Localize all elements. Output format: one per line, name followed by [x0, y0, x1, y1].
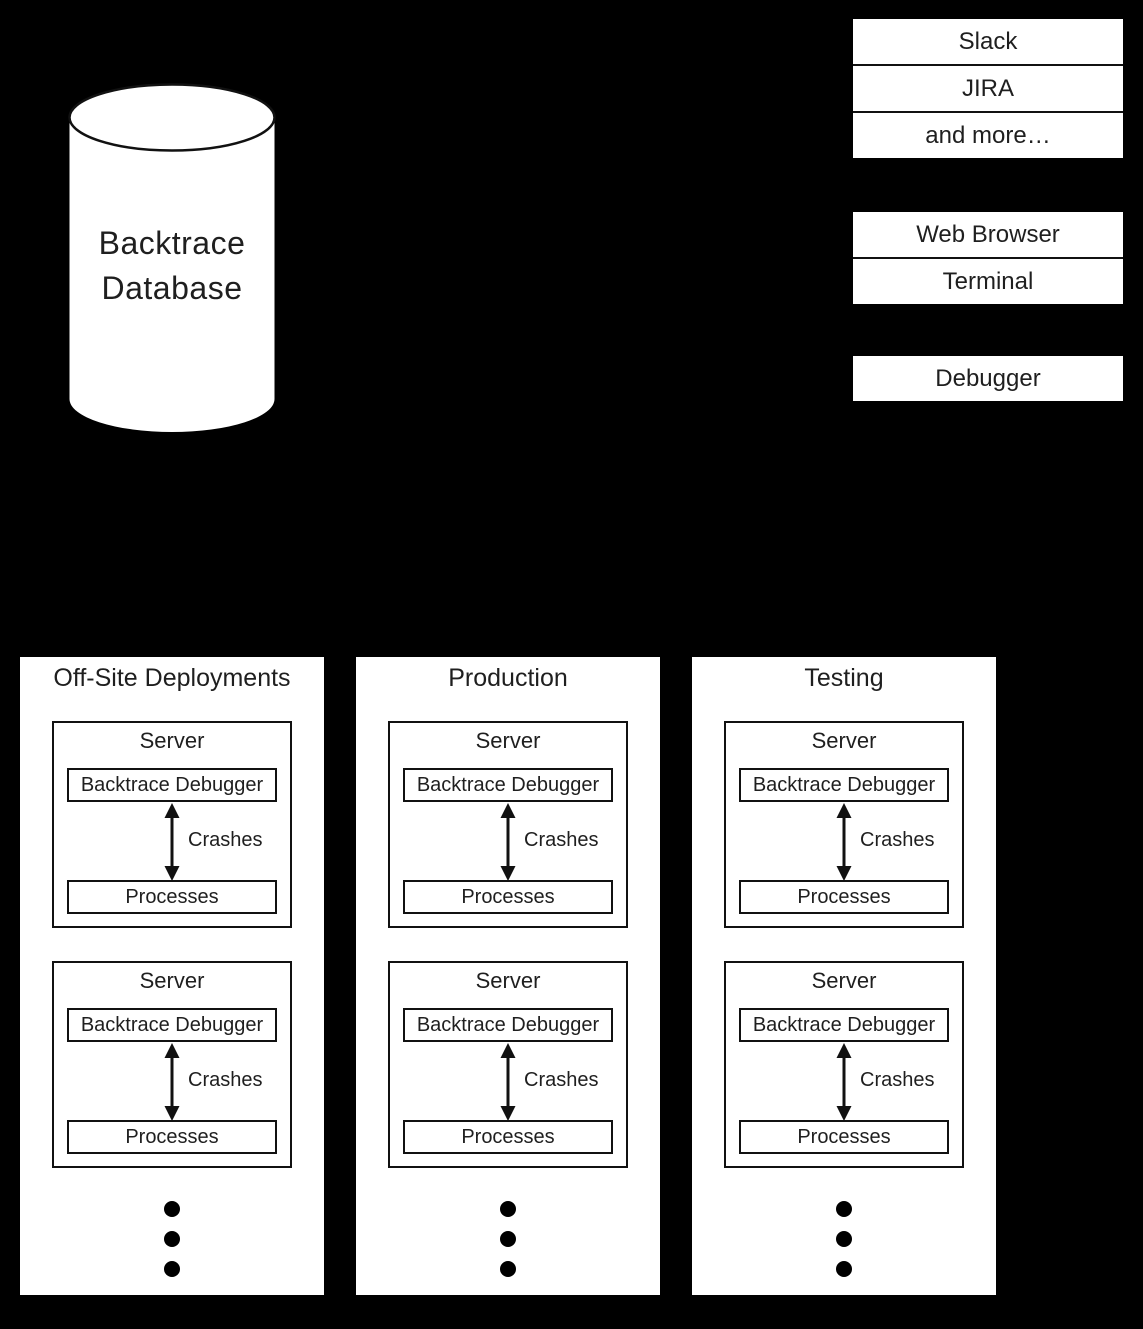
server-title: Server [139, 728, 205, 753]
integration-jira-label: JIRA [961, 74, 1014, 102]
backtrace-debugger-box: Backtrace Debugger [739, 768, 949, 802]
ellipsis-dot [500, 1231, 516, 1247]
crashes-label: Crashes [524, 1069, 599, 1091]
ellipsis-dot [500, 1261, 516, 1277]
database-label: Backtrace Database [68, 221, 276, 311]
ellipsis-dots [20, 1201, 324, 1277]
integration-stack-debugger: Debugger [853, 356, 1123, 401]
processes-box: Processes [67, 1120, 277, 1154]
ellipsis-dot [164, 1231, 180, 1247]
backtrace-debugger-box: Backtrace Debugger [403, 1008, 613, 1042]
server-title: Server [475, 968, 541, 993]
panel-offsite-deployments: Off-Site Deployments Server Backtrace De… [20, 657, 324, 1295]
backtrace-debugger-box: Backtrace Debugger [403, 768, 613, 802]
server-card: Server Backtrace Debugger Crashes Proces… [724, 961, 964, 1168]
panel-title-offsite-deployments: Off-Site Deployments [53, 664, 291, 692]
processes-box: Processes [739, 880, 949, 914]
crashes-label: Crashes [188, 829, 263, 851]
integration-web-browser-label: Web Browser [916, 220, 1060, 248]
backtrace-debugger-box: Backtrace Debugger [739, 1008, 949, 1042]
processes-box: Processes [403, 880, 613, 914]
server-card: Server Backtrace Debugger Crashes Proces… [52, 721, 292, 928]
double-arrow-icon [836, 803, 852, 881]
ellipsis-dot [164, 1261, 180, 1277]
ellipsis-dot [836, 1201, 852, 1217]
backtrace-debugger-box: Backtrace Debugger [67, 1008, 277, 1042]
server-card: Server Backtrace Debugger Crashes Proces… [724, 721, 964, 928]
ellipsis-dots [692, 1201, 996, 1277]
double-arrow-icon [836, 1043, 852, 1121]
database-cylinder-icon [68, 83, 276, 432]
integration-terminal: Terminal [853, 257, 1123, 304]
panel-title-testing: Testing [804, 664, 884, 692]
crashes-label: Crashes [524, 829, 599, 851]
integration-stack-clients: Web Browser Terminal [853, 212, 1123, 304]
integration-stack-tools: Slack JIRA and more… [853, 19, 1123, 158]
integration-debugger-label: Debugger [935, 364, 1041, 392]
double-arrow-icon [500, 1043, 516, 1121]
ellipsis-dots [356, 1201, 660, 1277]
integration-slack-label: Slack [958, 27, 1018, 55]
crashes-label: Crashes [860, 829, 935, 851]
double-arrow-icon [164, 1043, 180, 1121]
processes-box: Processes [67, 880, 277, 914]
database-label-line2: Database [101, 270, 243, 306]
backtrace-database: Backtrace Database [68, 83, 276, 435]
database-label-line1: Backtrace [98, 225, 246, 261]
ellipsis-dot [836, 1231, 852, 1247]
server-title: Server [811, 728, 877, 753]
double-arrow-icon [164, 803, 180, 881]
server-title: Server [475, 728, 541, 753]
server-card: Server Backtrace Debugger Crashes Proces… [388, 721, 628, 928]
server-title: Server [811, 968, 877, 993]
panel-production: Production Server Backtrace Debugger Cra… [356, 657, 660, 1295]
integration-debugger: Debugger [853, 356, 1123, 401]
processes-box: Processes [739, 1120, 949, 1154]
backtrace-debugger-box: Backtrace Debugger [67, 768, 277, 802]
integration-web-browser: Web Browser [853, 212, 1123, 257]
crashes-label: Crashes [860, 1069, 935, 1091]
server-card: Server Backtrace Debugger Crashes Proces… [388, 961, 628, 1168]
integration-slack: Slack [853, 19, 1123, 64]
panel-title-production: Production [448, 664, 568, 692]
ellipsis-dot [500, 1201, 516, 1217]
crashes-label: Crashes [188, 1069, 263, 1091]
double-arrow-icon [500, 803, 516, 881]
integration-and-more-label: and more… [925, 121, 1051, 149]
integration-and-more: and more… [853, 111, 1123, 158]
server-title: Server [139, 968, 205, 993]
panel-testing: Testing Server Backtrace Debugger Crashe… [692, 657, 996, 1295]
integration-jira: JIRA [853, 64, 1123, 111]
server-card: Server Backtrace Debugger Crashes Proces… [52, 961, 292, 1168]
ellipsis-dot [836, 1261, 852, 1277]
ellipsis-dot [164, 1201, 180, 1217]
integration-terminal-label: Terminal [942, 267, 1034, 295]
processes-box: Processes [403, 1120, 613, 1154]
